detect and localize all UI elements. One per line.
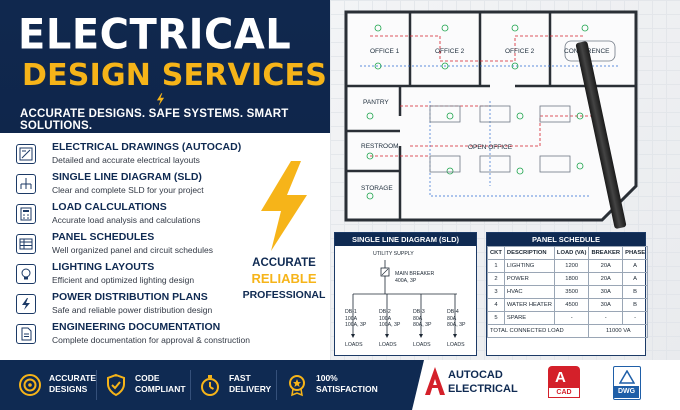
utility-label: UTILITY SUPPLY bbox=[373, 251, 414, 257]
table-header-row: CKT DESCRIPTION LOAD (VA) BREAKER PHASE bbox=[487, 246, 649, 260]
service-desc: Complete documentation for approval & co… bbox=[52, 335, 250, 345]
tagline: ACCURATE DESIGNS. SAFE SYSTEMS. SMART SO… bbox=[20, 108, 289, 132]
service-desc: Safe and reliable power distribution des… bbox=[52, 305, 213, 315]
main-breaker-rating: 400A, 3P bbox=[395, 278, 417, 284]
sld-title: SINGLE LINE DIAGRAM (SLD) bbox=[335, 233, 476, 246]
column-header: BREAKER bbox=[588, 246, 624, 260]
sld-diagram bbox=[351, 260, 457, 338]
badge-label: 100%SATISFACTION bbox=[316, 373, 378, 394]
room-label: OFFICE 2 bbox=[435, 48, 465, 55]
title-line-2: DESIGN SERVICES bbox=[22, 58, 328, 93]
service-desc: Efficient and optimized lighting design bbox=[52, 275, 195, 285]
load-label: LOADS bbox=[379, 342, 397, 348]
panel-schedule: PANEL SCHEDULE CKT DESCRIPTION LOAD (VA)… bbox=[486, 232, 649, 356]
shield-check-icon bbox=[107, 373, 125, 397]
service-desc: Accurate load analysis and calculations bbox=[52, 215, 201, 225]
room-label: PANTRY bbox=[363, 99, 389, 106]
services-list: ELECTRICAL DRAWINGS (AUTOCAD) Detailed a… bbox=[0, 133, 330, 360]
service-desc: Clear and complete SLD for your project bbox=[52, 185, 204, 195]
bulb-icon bbox=[16, 264, 36, 284]
schedule-table: CKT DESCRIPTION LOAD (VA) BREAKER PHASE … bbox=[486, 246, 649, 338]
schedule-title: PANEL SCHEDULE bbox=[487, 233, 645, 246]
lightning-bolt-icon bbox=[261, 161, 307, 251]
room-label: OFFICE 1 bbox=[370, 48, 400, 55]
total-value: 11000 VA bbox=[588, 324, 649, 338]
room-label: STORAGE bbox=[361, 185, 393, 192]
column-header: CKT bbox=[487, 246, 505, 260]
bolt-icon bbox=[16, 294, 36, 314]
column-header: PHASE bbox=[622, 246, 649, 260]
accent-professional: PROFESSIONAL bbox=[242, 289, 326, 301]
total-label: TOTAL CONNECTED LOAD bbox=[486, 324, 590, 338]
load-label: LOADS bbox=[447, 342, 465, 348]
main-breaker-label: MAIN BREAKER bbox=[395, 271, 435, 277]
room-label: OPEN OFFICE bbox=[468, 144, 513, 151]
table-icon bbox=[16, 234, 36, 254]
bolt-icon bbox=[156, 93, 165, 106]
dwg-file-icon: DWG bbox=[613, 366, 641, 400]
service-title: PANEL SCHEDULES bbox=[52, 231, 155, 243]
column-header: DESCRIPTION bbox=[503, 246, 555, 260]
service-desc: Detailed and accurate electrical layouts bbox=[52, 155, 200, 165]
accent-block: ACCURATE RELIABLE PROFESSIONAL bbox=[238, 255, 330, 303]
accent-reliable: RELIABLE bbox=[251, 271, 317, 286]
service-desc: Well organized panel and circuit schedul… bbox=[52, 245, 213, 255]
target-icon bbox=[19, 374, 41, 396]
table-total-row: TOTAL CONNECTED LOAD 11000 VA bbox=[486, 324, 649, 338]
divider bbox=[276, 370, 277, 400]
document-icon bbox=[16, 324, 36, 344]
accent-accurate: ACCURATE bbox=[252, 257, 316, 269]
medal-icon bbox=[289, 375, 305, 397]
autocad-logo-icon bbox=[425, 367, 445, 395]
dwg-badge-label: DWG bbox=[614, 386, 639, 398]
service-title: SINGLE LINE DIAGRAM (SLD) bbox=[52, 171, 202, 183]
calculator-icon bbox=[16, 204, 36, 224]
column-header: LOAD (VA) bbox=[553, 246, 590, 260]
stopwatch-icon bbox=[201, 375, 219, 396]
cad-badge-label: CAD bbox=[548, 387, 580, 398]
title-line-1: ELECTRICAL bbox=[18, 10, 292, 60]
room-label: RESTROOM bbox=[361, 143, 399, 150]
diagram-icon bbox=[16, 174, 36, 194]
drawing-icon bbox=[16, 144, 36, 164]
service-title: ELECTRICAL DRAWINGS (AUTOCAD) bbox=[52, 141, 242, 153]
load-label: LOADS bbox=[413, 342, 431, 348]
load-label: LOADS bbox=[345, 342, 363, 348]
sld-panel: SINGLE LINE DIAGRAM (SLD) UTILITY SUPPLY… bbox=[334, 232, 477, 356]
divider bbox=[96, 370, 97, 400]
divider bbox=[190, 370, 191, 400]
cad-app-icon: A CAD bbox=[548, 366, 580, 398]
service-title: LIGHTING LAYOUTS bbox=[52, 261, 155, 273]
room-label: OFFICE 2 bbox=[505, 48, 535, 55]
service-title: POWER DISTRIBUTION PLANS bbox=[52, 291, 208, 303]
service-title: ENGINEERING DOCUMENTATION bbox=[52, 321, 221, 333]
service-title: LOAD CALCULATIONS bbox=[52, 201, 167, 213]
